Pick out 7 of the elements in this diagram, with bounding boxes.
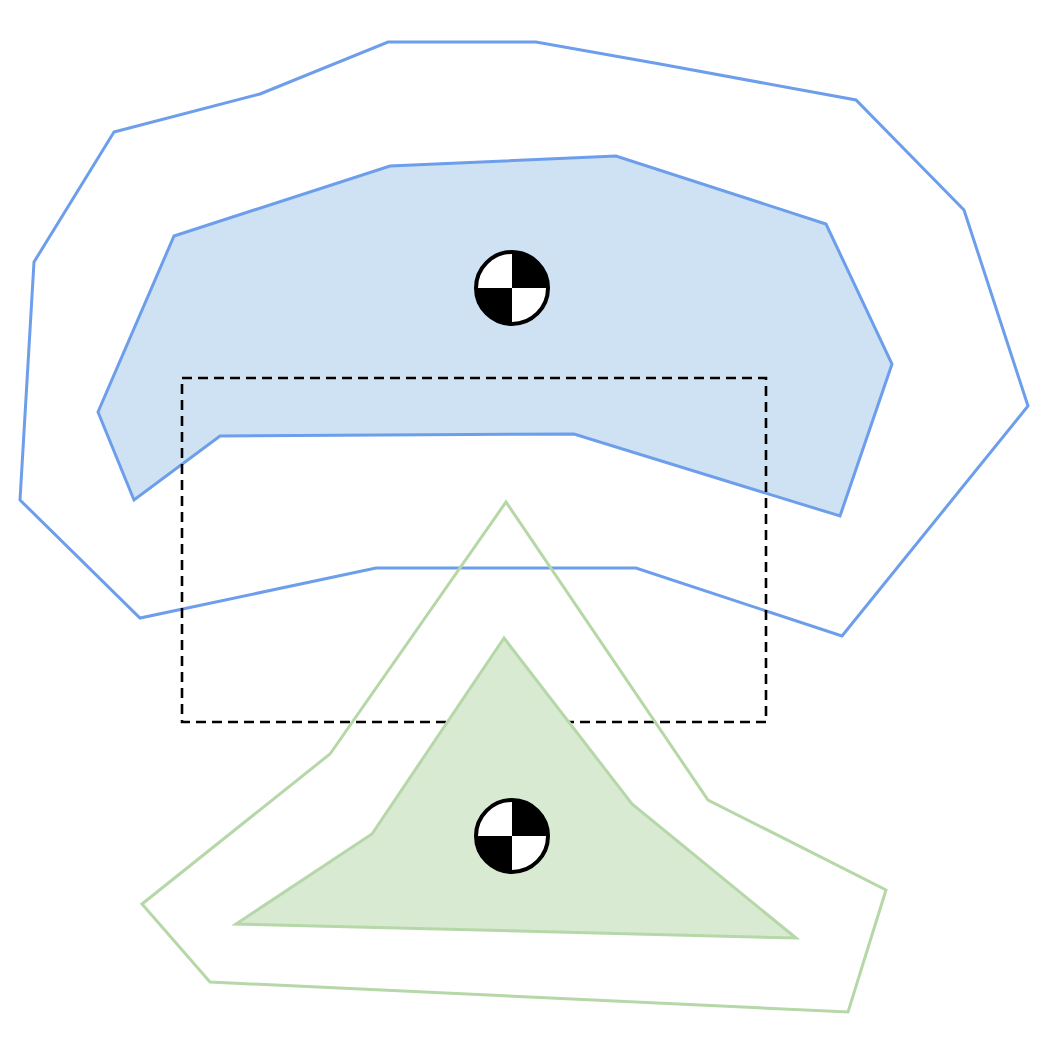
outer-boundary-outline xyxy=(139,499,888,1014)
dashed-rectangle xyxy=(180,376,768,724)
shaded-region xyxy=(96,154,894,518)
shaded-region xyxy=(231,635,801,940)
outer-boundary-outline xyxy=(18,40,1030,638)
center-of-mass-icon xyxy=(474,250,550,326)
center-of-mass-icon xyxy=(474,798,550,874)
